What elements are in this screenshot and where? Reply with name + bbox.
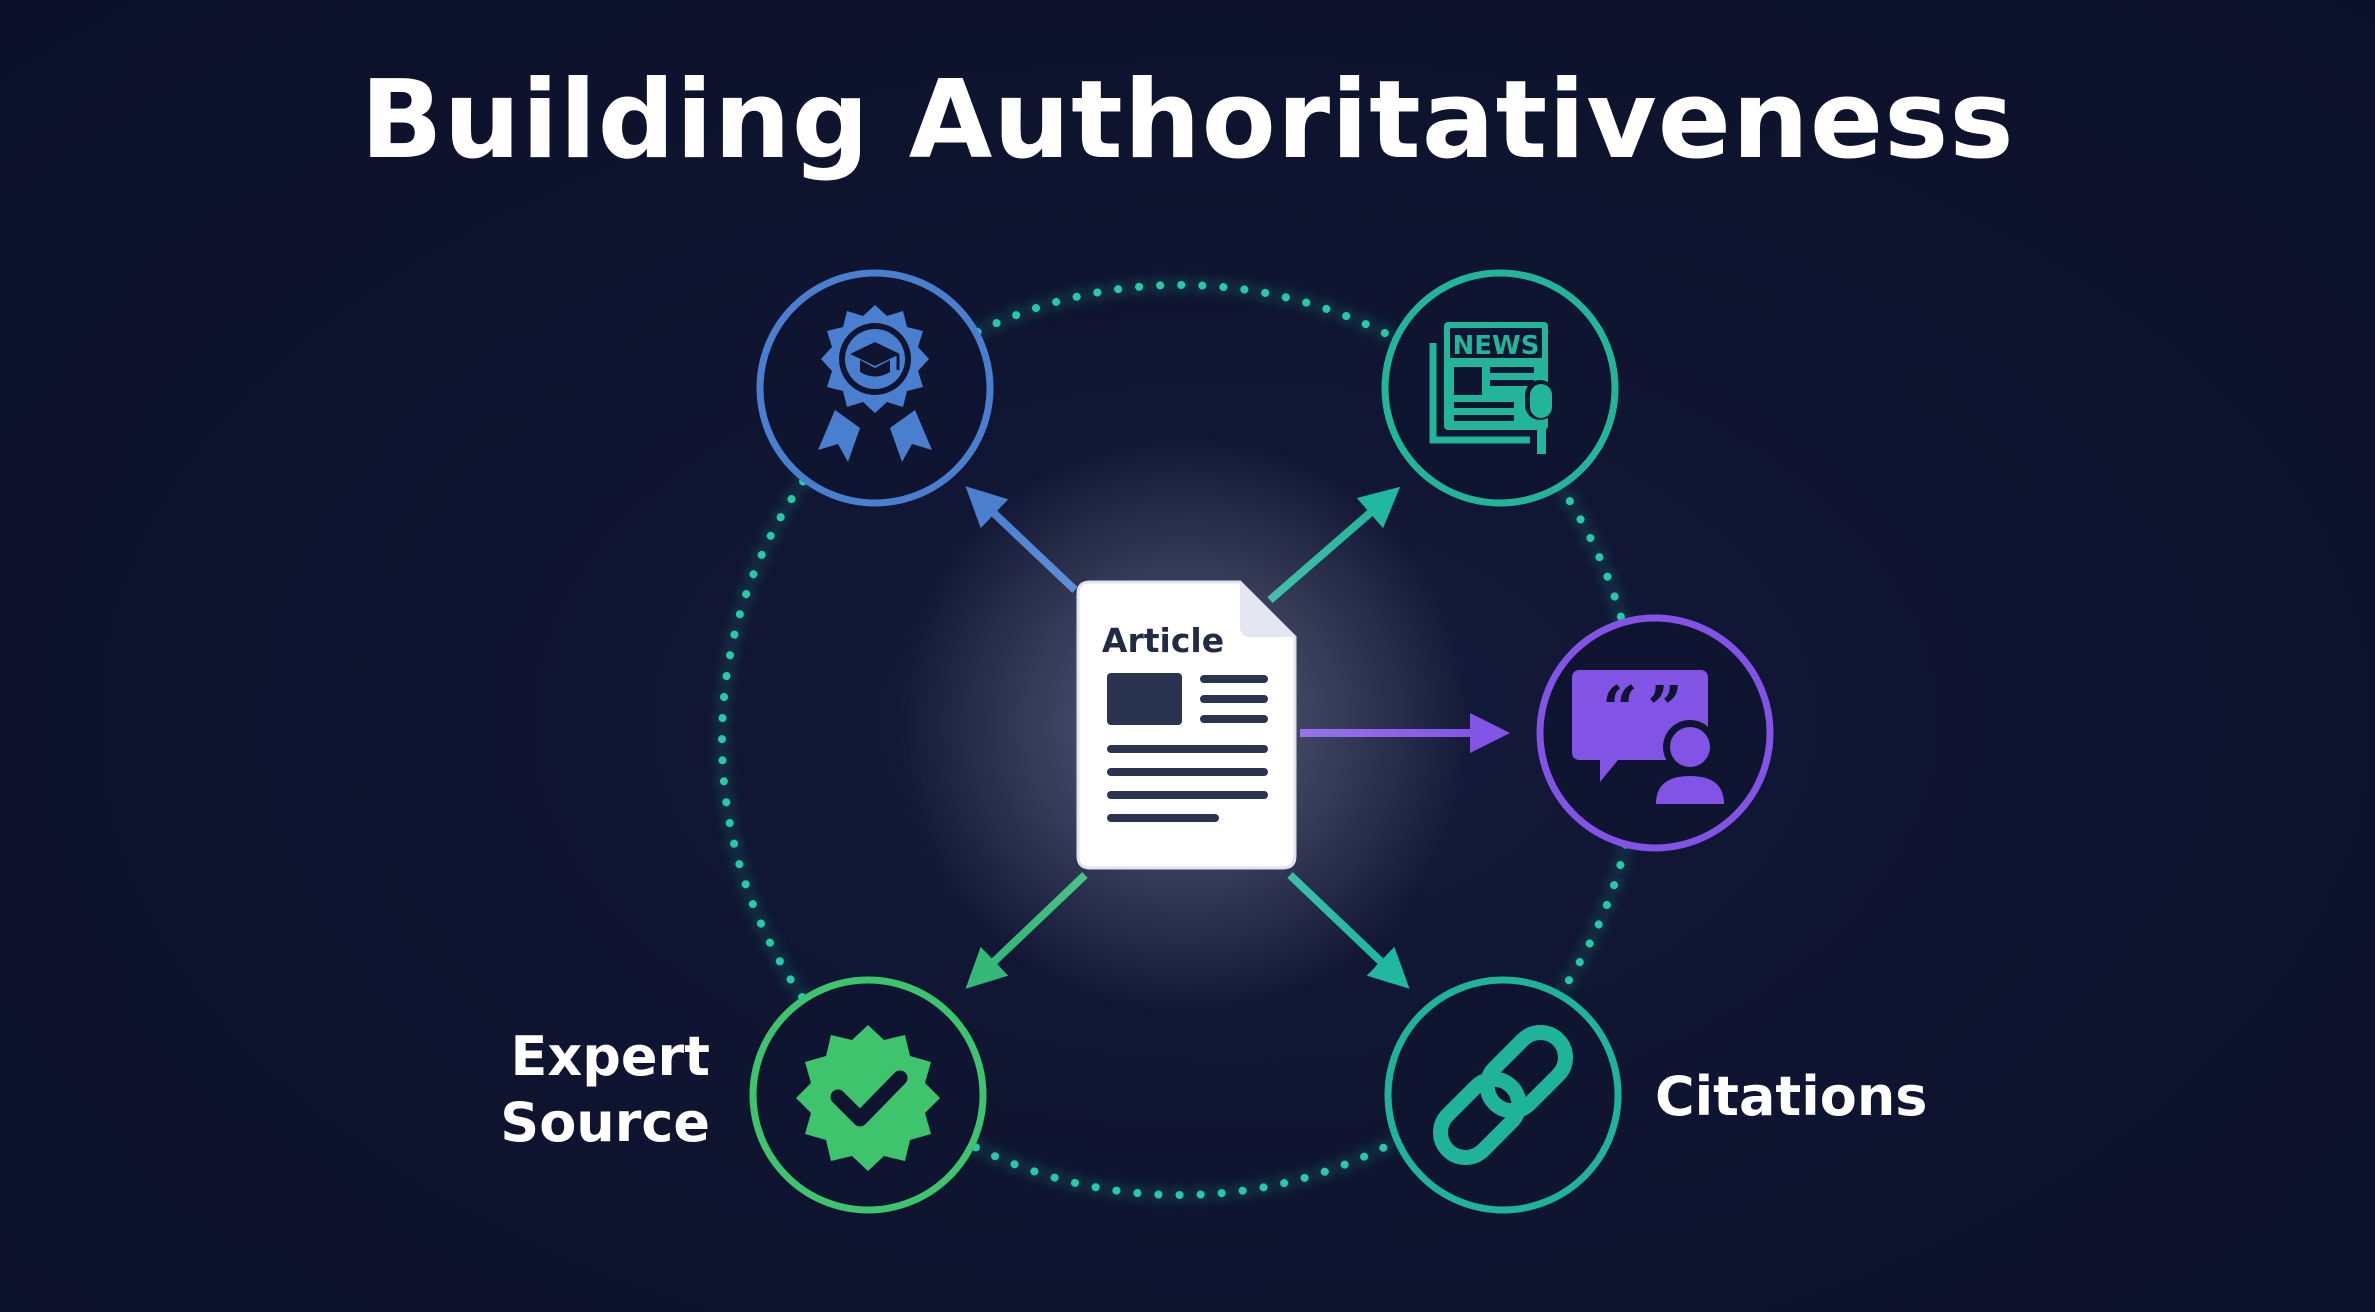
node-award (756, 269, 994, 507)
node-news: NEWS (1381, 269, 1619, 507)
award-badge-graduation-cap-icon (818, 305, 932, 462)
article-label: Article (1102, 621, 1224, 660)
page-title: Building Authoritativeness (360, 58, 2015, 183)
citations-label: Citations (1655, 1065, 1928, 1128)
chain-link-icon (1433, 1025, 1573, 1165)
article-document-icon: Article (1076, 580, 1297, 870)
node-citations (1384, 976, 1622, 1214)
news-text: NEWS (1453, 331, 1540, 361)
verified-check-badge-icon (796, 1025, 940, 1171)
expert-source-label: Expert Source (500, 1025, 710, 1154)
node-quote: “ ” (1536, 614, 1774, 852)
svg-text:“: “ (1602, 672, 1638, 745)
news-microphone-icon: NEWS (1429, 322, 1555, 454)
node-expert (749, 976, 987, 1214)
quote-speech-person-icon: “ ” (1572, 670, 1733, 812)
